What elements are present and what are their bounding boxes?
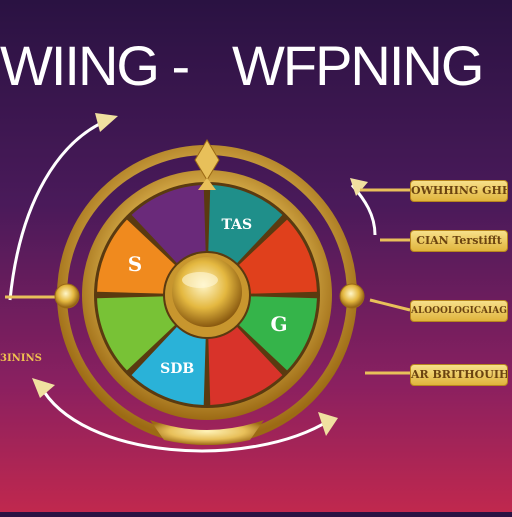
arrowhead-bottom-left [32,378,55,398]
wheel-segment [239,219,317,294]
wheel-segments: TAS G SDB S [97,185,317,405]
left-knob-icon [54,283,80,309]
feature-label-4: AR BRITHOUIHT [410,364,508,386]
page-title: WIING - WFPNING [0,30,512,100]
wheel-segment-label: TAS [222,217,253,233]
wheel-segment [97,219,175,294]
arrowhead-right [350,178,368,196]
wheel-segment [239,296,317,371]
wheel-segment [97,296,175,371]
wheel-segment-label: S [128,252,142,276]
wheel-segment [208,185,283,263]
right-knob-icon [339,283,365,309]
curved-arrow-top-left [8,118,109,301]
title-right-word: WFPNING [232,34,482,97]
feature-label-2: CIAN Terstifft [410,230,508,252]
arrowhead-top-left [95,113,118,132]
feature-label-3: ALOOOLOGICAIAGASS [410,300,508,322]
wheel-base [150,420,264,445]
arrowhead-bottom-right [318,412,338,436]
title-left-word: WIING - [0,34,189,97]
wheel-segment [131,327,206,405]
left-label: 3ININS [0,353,42,364]
connector-line-3 [369,298,411,312]
wheel-segment-label: G [271,312,288,336]
wheel-segment-label: SDB [160,361,194,377]
curved-arrow-bottom [38,384,331,453]
top-pointer-inner [198,178,216,190]
wheel-hub [172,257,242,327]
hub-highlight [182,272,218,288]
wheel-segment [131,185,206,263]
feature-label-1: OWHHING GHHHS [410,180,508,202]
wheel-segment [208,327,283,405]
